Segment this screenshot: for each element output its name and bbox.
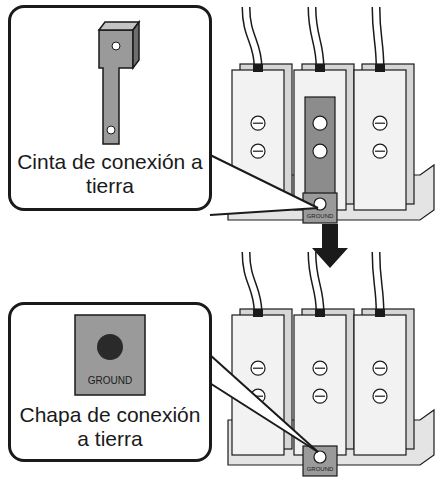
screw xyxy=(373,144,387,158)
callout-box: Cinta de conexión a tierra xyxy=(8,5,212,211)
screw xyxy=(251,144,265,158)
wire xyxy=(376,252,380,312)
terminal-front xyxy=(294,70,346,210)
ground-strip xyxy=(305,97,335,207)
screw xyxy=(373,116,387,130)
wire xyxy=(312,7,320,67)
screw xyxy=(313,144,327,158)
terminal-front xyxy=(294,315,346,455)
terminal-front xyxy=(354,315,406,455)
wire xyxy=(246,7,258,67)
wire-lug xyxy=(375,64,385,72)
down-arrow xyxy=(312,224,348,268)
screw-slot xyxy=(375,368,385,369)
plate-icon xyxy=(11,305,209,403)
screw xyxy=(314,451,326,463)
wire xyxy=(376,7,380,67)
plate-marking: GROUND xyxy=(303,213,337,220)
wire xyxy=(376,7,380,67)
plate-marking: GROUND xyxy=(303,466,337,473)
screw-slot xyxy=(375,396,385,397)
screw-slot xyxy=(375,123,385,124)
callout-leader xyxy=(210,208,318,215)
wire xyxy=(246,252,258,312)
callout-box: Chapa de conexión a tierra GROUND xyxy=(8,302,212,462)
wire xyxy=(312,252,320,312)
terminal-block xyxy=(228,252,434,476)
wire-lug xyxy=(253,309,263,317)
screw-slot xyxy=(253,368,263,369)
wire-lug xyxy=(253,64,263,72)
screw xyxy=(313,116,327,130)
screw xyxy=(313,116,327,130)
screw xyxy=(373,389,387,403)
callout-leader xyxy=(200,150,318,208)
wire-lug xyxy=(375,309,385,317)
wire xyxy=(246,7,258,67)
callout-label: Cinta de conexión a tierra xyxy=(11,150,209,198)
screw xyxy=(313,389,327,403)
strip-icon xyxy=(11,8,209,148)
screw-slot xyxy=(375,151,385,152)
terminal-front xyxy=(354,70,406,210)
wire-lug xyxy=(315,309,325,317)
screw xyxy=(373,361,387,375)
screw xyxy=(251,361,265,375)
wire xyxy=(376,252,380,312)
screw-slot xyxy=(315,368,325,369)
callout-label: Chapa de conexión a tierra xyxy=(11,403,209,451)
ground-plate xyxy=(303,446,337,476)
wire xyxy=(312,7,320,67)
screw xyxy=(313,144,327,158)
screw-slot xyxy=(253,123,263,124)
screw-slot xyxy=(315,396,325,397)
screw xyxy=(251,116,265,130)
wire xyxy=(312,252,320,312)
callout-leader xyxy=(205,380,318,452)
wire-lug xyxy=(315,64,325,72)
wire xyxy=(246,252,258,312)
plate-marking: GROUND xyxy=(75,375,145,386)
screw xyxy=(313,361,327,375)
callout-tail xyxy=(200,150,318,215)
screw-slot xyxy=(253,151,263,152)
